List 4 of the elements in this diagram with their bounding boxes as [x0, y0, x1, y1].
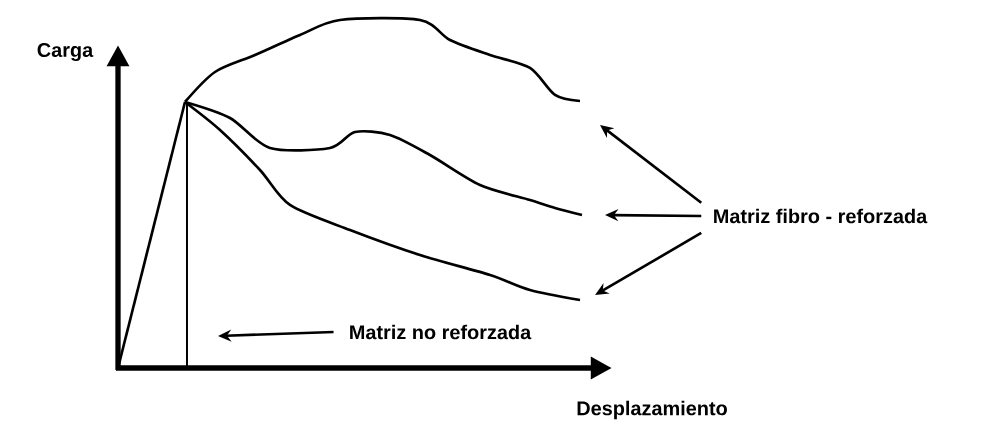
axis-label: Carga — [37, 42, 94, 62]
callout-text: Matriz fibro - reforzada — [714, 208, 928, 224]
axis-label: Desplazamiento — [577, 400, 727, 420]
callout-text: Matriz no reforzada — [350, 324, 532, 340]
